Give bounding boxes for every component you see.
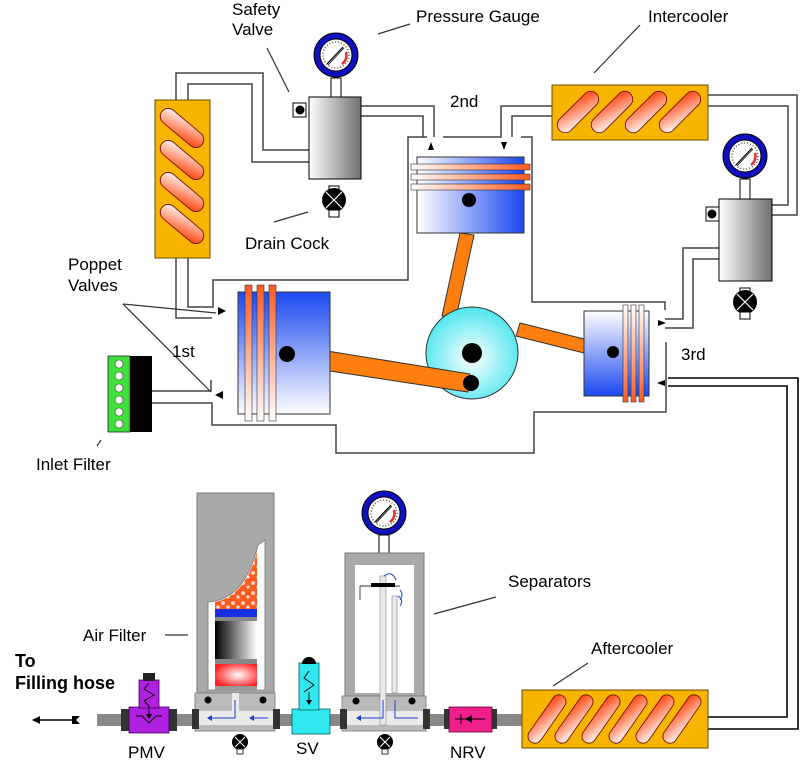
pressure-gauge-icon [312,31,360,79]
first-stage-piston [215,284,331,422]
leader-lines [96,23,641,687]
intercooler [551,84,709,141]
nrv-valve [444,706,497,733]
first-stage-cooler [154,99,211,259]
air-filter-label: Air Filter [83,626,147,645]
bottom-separator [340,489,430,755]
outlet-label-2: Filling hose [15,673,115,693]
pmv-label: PMV [128,743,166,760]
poppet-valve-inlet [218,307,226,315]
sv-valve [291,657,331,735]
safety-valve-label-2: Valve [232,20,273,39]
air-filter [192,492,280,755]
poppet-valve-outlet [215,391,223,399]
safety-valve-label: Safety [232,0,281,19]
intercooler-label: Intercooler [648,7,729,26]
aftercooler [521,689,709,749]
stage-3-label: 3rd [681,345,706,364]
second-stage-piston [410,142,531,234]
inlet-filter-label: Inlet Filter [36,455,111,474]
outlet-arrow-icon [32,716,80,724]
piping [152,72,799,730]
poppet-valves-label: Poppet [68,255,122,274]
third-stage-piston [583,304,666,403]
pmv-valve [121,673,177,734]
stage-1-label: 1st [172,342,195,361]
drain-cock-icon [321,185,347,218]
nrv-label: NRV [450,743,486,760]
poppet-valves-label-2: Valves [68,276,118,295]
inlet-filter [107,355,152,433]
separator-gauge-icon [360,489,408,537]
second-separator-tank [705,132,773,320]
drain-cock-label: Drain Cock [245,234,330,253]
aftercooler-label: Aftercooler [591,639,674,658]
labels: Safety Valve Pressure Gauge Intercooler … [15,0,729,760]
sv-label: SV [296,739,319,758]
outlet-label: To [15,651,36,671]
pressure-gauge-label: Pressure Gauge [416,7,540,26]
separators-label: Separators [508,572,591,591]
first-separator-tank [292,31,362,218]
stage-2-label: 2nd [450,92,478,111]
